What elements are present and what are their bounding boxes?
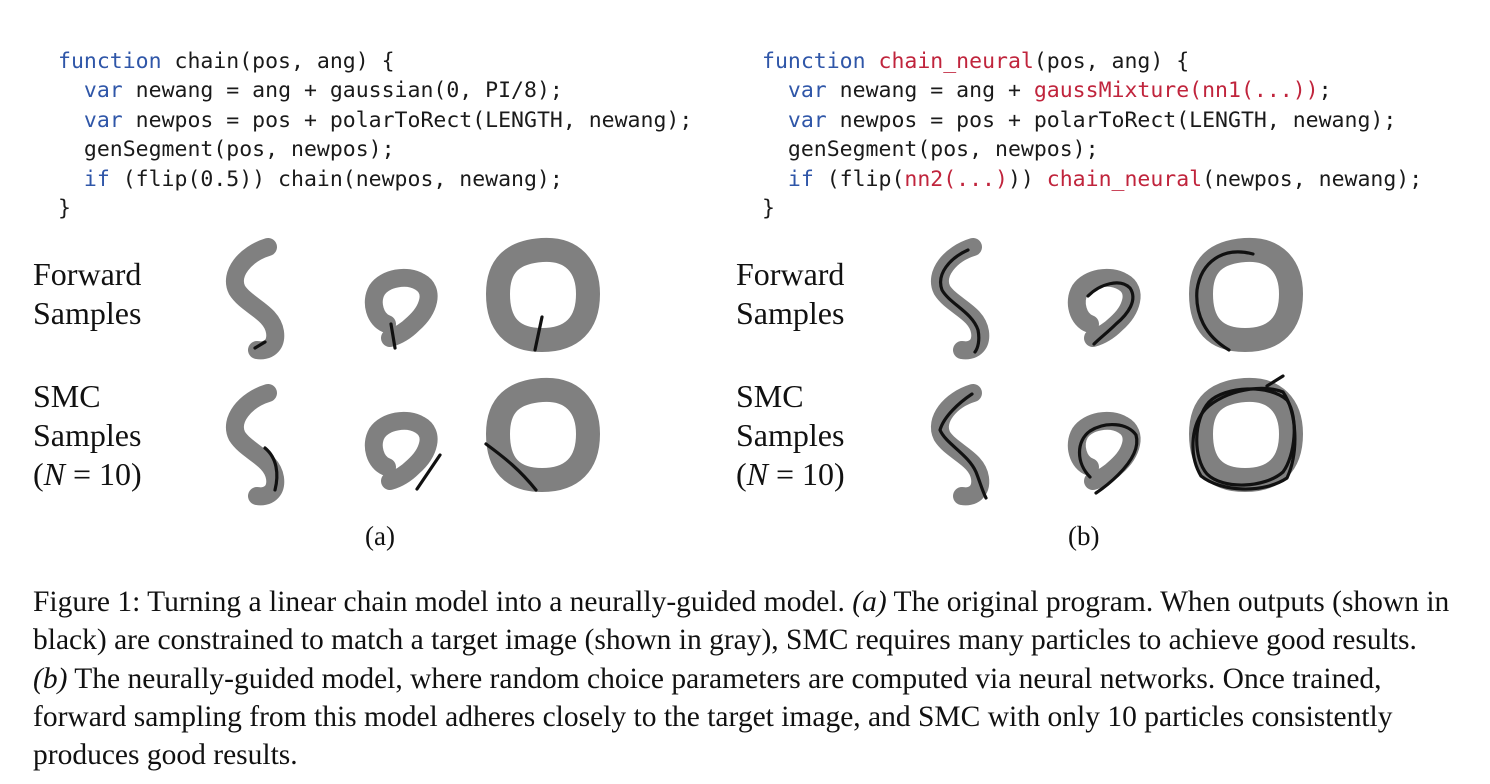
code-indent <box>58 108 84 133</box>
caption-text: The neurally-guided model, where random … <box>33 662 1393 772</box>
code-highlight: chain_neural <box>878 49 1034 74</box>
code-text: )) <box>1007 166 1047 192</box>
code-indent <box>762 108 788 133</box>
label-rest: = 10) <box>65 456 142 492</box>
code-block-a: function chain(pos, ang) { var newang = … <box>58 47 692 223</box>
code-text: (flip( <box>813 166 905 192</box>
code-text: (newpos, newang); <box>1202 166 1423 192</box>
forward-samples-label-b: Forward Samples <box>736 255 844 333</box>
code-text: (flip(0.5)) chain(newpos, newang); <box>109 166 563 192</box>
code-indent <box>58 78 84 103</box>
figure-caption: Figure 1: Turning a linear chain model i… <box>33 583 1453 774</box>
caption-text: Figure 1: Turning a linear chain model i… <box>33 586 853 618</box>
code-keyword: if <box>83 166 110 192</box>
label-rest: = 10) <box>768 456 845 492</box>
code-keyword: function <box>58 49 162 74</box>
code-text <box>866 49 879 74</box>
label-line: SMC <box>736 378 804 414</box>
subfigure-label-a: (a) <box>365 521 395 551</box>
smc-samples-label-a: SMC Samples (N = 10) <box>33 377 142 494</box>
math-n: N <box>746 456 768 492</box>
code-indent <box>762 167 788 192</box>
code-keyword: var <box>787 78 827 104</box>
code-text: } <box>58 196 71 222</box>
panel-a-smc-s-curve <box>226 384 285 506</box>
panel-b-smc-ring <box>1189 374 1303 492</box>
label-line: (N = 10) <box>736 455 845 494</box>
code-keyword: var <box>83 78 123 104</box>
panel-a-smc-ring <box>484 377 600 492</box>
code-text: genSegment(pos, newpos); <box>762 137 1099 163</box>
paren: ( <box>33 456 44 492</box>
forward-samples-label-a: Forward Samples <box>33 255 141 333</box>
label-line: Forward <box>736 256 845 292</box>
code-text: newang = ang + <box>826 78 1034 104</box>
panel-a-forward-ring <box>486 237 600 352</box>
label-line: Forward <box>33 256 142 292</box>
code-text: (pos, ang) { <box>1033 49 1190 74</box>
panel-a-forward-hook <box>364 268 438 350</box>
label-line: Samples <box>33 417 142 453</box>
code-keyword: function <box>762 49 866 74</box>
panel-b-forward-hook <box>1067 268 1141 347</box>
label-line: Samples <box>736 295 845 331</box>
caption-tag: (b) <box>33 662 68 695</box>
label-line: Samples <box>33 295 142 331</box>
panel-b-smc-hook <box>1067 411 1141 495</box>
code-keyword: if <box>787 166 814 192</box>
math-n: N <box>43 456 65 492</box>
panel-a-forward-s-curve <box>226 238 285 360</box>
caption-tag: (a) <box>852 586 887 618</box>
code-indent <box>58 167 84 192</box>
code-indent <box>762 78 788 103</box>
code-text: newpos = pos + polarToRect(LENGTH, newan… <box>826 107 1397 133</box>
smc-samples-label-b: SMC Samples (N = 10) <box>736 377 845 494</box>
panel-b-smc-s-curve <box>931 384 990 506</box>
code-highlight: nn2(...) <box>904 166 1008 192</box>
code-text: ; <box>1318 78 1332 104</box>
code-keyword: var <box>787 107 827 133</box>
subfigure-label-b: (b) <box>1068 521 1100 551</box>
caption-text: The original program. When outputs (show… <box>33 586 1450 657</box>
code-text: newpos = pos + polarToRect(LENGTH, newan… <box>122 107 693 133</box>
panel-b-forward-ring <box>1189 237 1303 352</box>
label-line: (N = 10) <box>33 455 142 494</box>
code-highlight: chain_neural <box>1046 166 1203 192</box>
panel-b-forward-s-curve <box>931 238 990 360</box>
label-line: SMC <box>33 378 101 414</box>
code-text: } <box>762 196 775 222</box>
paren: ( <box>736 456 747 492</box>
code-block-b: function chain_neural(pos, ang) { var ne… <box>762 47 1422 223</box>
code-highlight: gaussMixture(nn1(...)) <box>1033 78 1319 104</box>
panel-a-smc-hook <box>364 411 442 491</box>
code-keyword: var <box>83 107 123 133</box>
label-line: Samples <box>736 417 845 453</box>
code-text: newang = ang + gaussian(0, PI/8); <box>122 78 563 104</box>
code-text: genSegment(pos, newpos); <box>58 137 395 163</box>
code-text: chain(pos, ang) { <box>161 49 395 74</box>
